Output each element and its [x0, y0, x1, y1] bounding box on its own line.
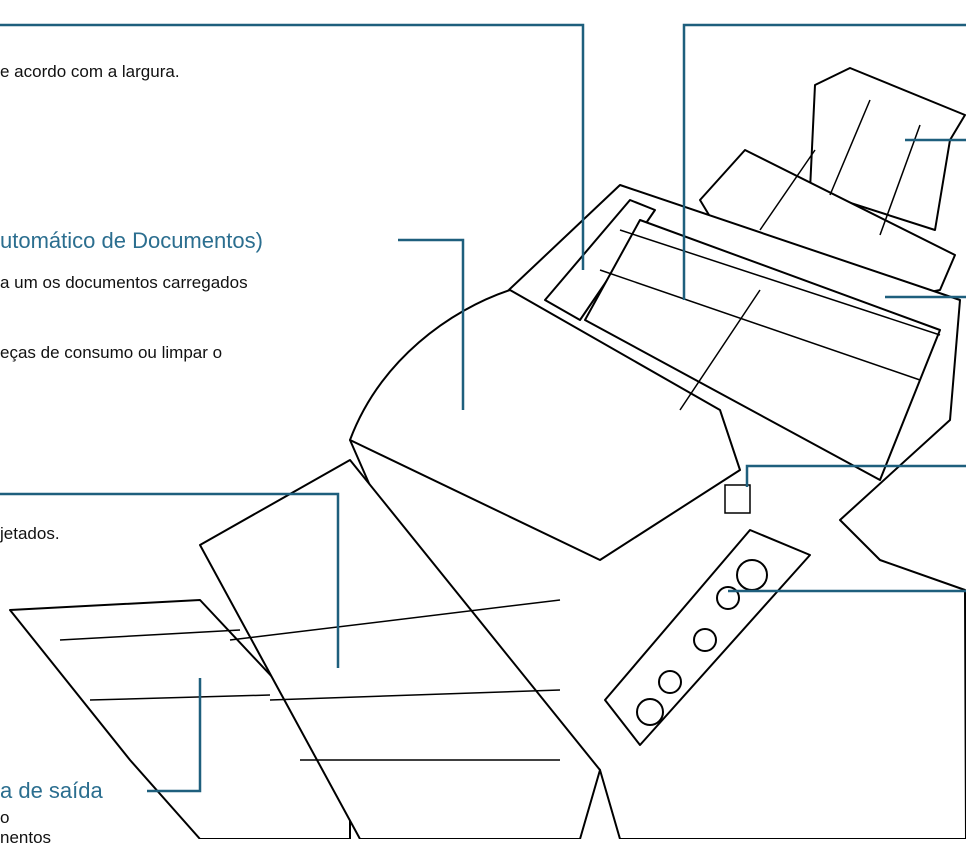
- leader-line-guide: [0, 23, 585, 270]
- adf-cover: [349, 289, 741, 561]
- send-to-button: [693, 628, 717, 652]
- adf-description-line2: eças de consumo ou limpar o: [0, 343, 223, 362]
- leader-line-chute: [682, 23, 966, 300]
- stop-button: [716, 586, 740, 610]
- chute-sheet: [584, 219, 941, 481]
- stacker: [199, 459, 601, 839]
- stacker-description: jetados.: [0, 524, 60, 543]
- stacker-heading: a de saída: [0, 778, 103, 803]
- side-guide: [544, 199, 656, 321]
- adf-heading: utomático de Documentos): [0, 228, 263, 253]
- stacker-description-line2: nentos: [0, 828, 52, 847]
- leader-line-adf: [398, 238, 465, 410]
- scan-button: [736, 559, 768, 591]
- leader-line-extension2: [147, 678, 202, 793]
- stacker-description-line1: o: [0, 808, 10, 827]
- adf-description-line1: a um os documentos carregados: [0, 273, 248, 292]
- power-button: [636, 698, 664, 726]
- guide-description: e acordo com a largura.: [0, 62, 180, 81]
- leader-line-adf-lever: [745, 464, 966, 487]
- scan-button-small: [658, 670, 682, 694]
- leader-line-stacker: [0, 492, 340, 668]
- stacker-extension: [9, 599, 351, 839]
